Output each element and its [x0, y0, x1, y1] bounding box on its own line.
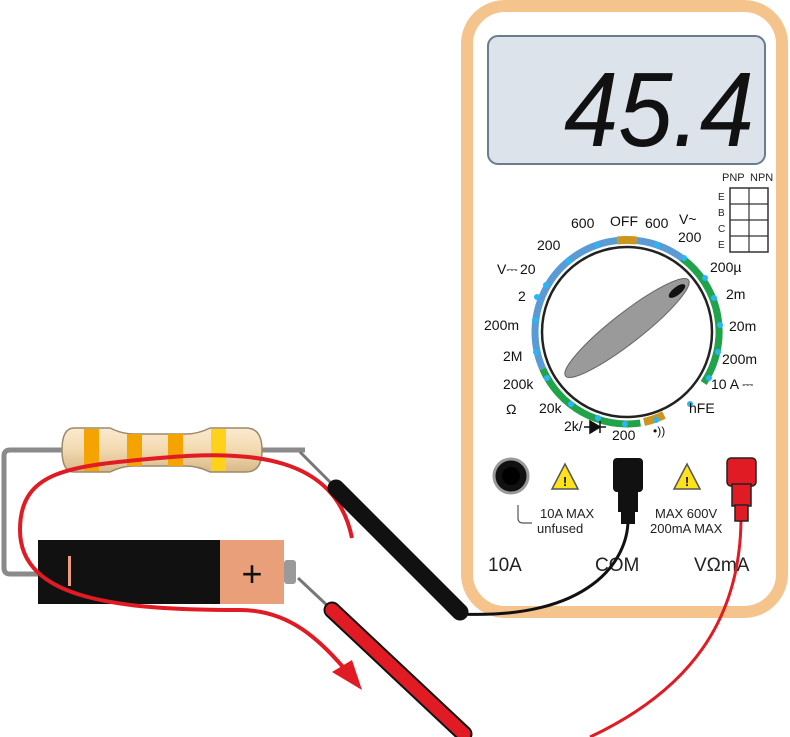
red-probe-tip [296, 576, 332, 610]
diode-icon [584, 419, 606, 435]
dial-label-20m: 20m [729, 318, 756, 334]
selector-pointer [564, 278, 690, 378]
selector-pointer-tip [668, 284, 686, 298]
com-plug[interactable] [613, 458, 643, 524]
dial-label-600-ac: 600 [645, 215, 669, 231]
black-lead-wire [459, 519, 630, 616]
jack-label-10a: 10A [488, 555, 522, 576]
dial-label-v-ac: V~ [679, 211, 697, 227]
dial-label-2: 2 [518, 288, 526, 304]
dial-label-600-dc: 600 [571, 215, 595, 231]
max-note-line2: 200mA MAX [650, 521, 723, 536]
red-probe-handle-fill [325, 603, 471, 737]
dial-label-10a: 10 A ⎓ [711, 376, 753, 392]
pnp-label: PNP [722, 172, 745, 184]
battery-terminal [284, 560, 296, 584]
lcd-reading: 45.4 [564, 51, 754, 169]
dial-ring [531, 235, 723, 428]
multimeter: 45.4 PNP NPN E B C E [461, 0, 788, 618]
dial-label-20: 20 [520, 261, 536, 277]
pin-label-e1: E [718, 192, 725, 203]
dial-label-200k: 200k [503, 376, 534, 392]
battery-body [38, 540, 220, 604]
red-probe[interactable] [296, 576, 473, 737]
lcd-display [487, 35, 766, 165]
warning-glyph-ma: ! [685, 474, 689, 489]
battery: + [38, 540, 296, 604]
dial-label-200-ohm: 200 [612, 427, 636, 443]
fuse-note-line2: unfused [537, 521, 583, 536]
dial-label-ohm: Ω [506, 401, 516, 417]
red-lead-wire [589, 519, 743, 737]
warning-glyph-10a: ! [563, 474, 567, 489]
black-probe-tip [298, 450, 334, 486]
black-probe[interactable] [298, 450, 469, 621]
battery-plus-sign: + [241, 553, 262, 594]
resistor-band-1 [84, 429, 99, 471]
dial-label-off: OFF [610, 213, 638, 229]
dial-label-2k: 2k/ [564, 418, 583, 434]
dial-label-2m: 2m [726, 286, 745, 302]
warning-icon-ma [672, 462, 702, 490]
black-probe-handle [327, 479, 469, 621]
vohma-plug[interactable] [726, 457, 757, 522]
dial-labels: OFF 600 600 V~ 200 200 V⎓ 20 2 200m 200µ… [484, 211, 757, 443]
fuse-note-line1: 10A MAX [540, 506, 595, 521]
max-note-line1: MAX 600V [655, 506, 717, 521]
dial-arc-off [616, 235, 638, 245]
dial-tick-dots [532, 242, 723, 427]
dial-label-20k: 20k [539, 400, 563, 416]
dial-label-200-dc: 200 [537, 237, 561, 253]
dial-label-2m-ohm: 2M [503, 348, 522, 364]
dial-label-v-dc: V⎓ [497, 261, 518, 277]
warning-icon-10a [550, 462, 580, 490]
battery-positive-end [220, 540, 284, 604]
jack-label-vohma: VΩmA [694, 555, 750, 576]
fuse-note-bracket [517, 505, 532, 524]
pin-label-b: B [718, 208, 725, 219]
circuit-wire [1, 447, 72, 577]
pin-label-c: C [718, 224, 725, 235]
dial-arc-current-green [680, 255, 723, 385]
dial-label-200m-v: 200m [484, 317, 519, 333]
dial-label-200u: 200µ [710, 259, 741, 275]
resistor-band-4 [211, 429, 226, 471]
dial-label-continuity: •)) [653, 424, 665, 438]
resistor-band-3 [168, 434, 183, 466]
current-flow-arrow [17, 453, 354, 677]
current-flow-arrowhead [332, 660, 362, 690]
pin-label-e2: E [718, 240, 725, 251]
transistor-socket: PNP NPN E B C E [718, 172, 773, 253]
dial-label-200m-a: 200m [722, 351, 757, 367]
dial-label-200-ac: 200 [678, 229, 702, 245]
dial-label-hfe: hFE [689, 400, 715, 416]
battery-minus-sign [68, 556, 71, 586]
npn-label: NPN [750, 172, 773, 184]
